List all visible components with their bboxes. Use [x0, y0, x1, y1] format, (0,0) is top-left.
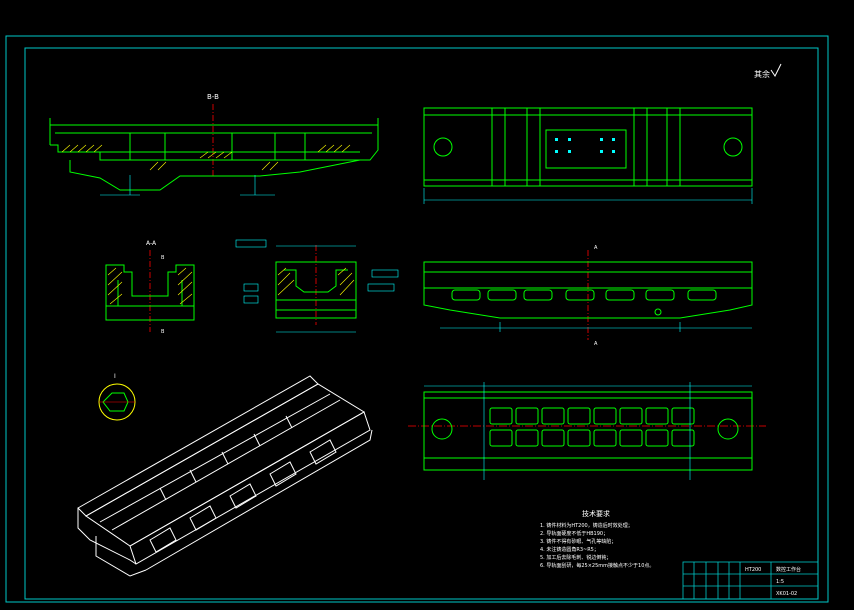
tech-note: 6. 导轨面刮研，每25×25mm接触点不少于10点。 — [540, 562, 654, 569]
section-marker-a-top: A — [594, 245, 598, 251]
tech-note: 3. 铸件不得有砂眼、气孔等缺陷； — [540, 538, 616, 545]
tech-note: 2. 导轨面硬度不低于HB190； — [540, 530, 608, 537]
rib-pockets — [489, 407, 695, 447]
tech-note: 1. 铸件材料为HT200，铸造后时效处理； — [540, 522, 633, 529]
title-block-scale: 1:5 — [776, 579, 784, 585]
hatching — [277, 267, 355, 296]
section-aa-label: A-A — [146, 240, 157, 247]
bottom-plan-view — [408, 382, 766, 480]
dimensions — [235, 239, 399, 333]
isometric-view — [77, 375, 373, 577]
section-marker-a-bottom: A — [594, 341, 598, 347]
title-block: HT200 数控工作台 1:5 XK01-02 — [682, 561, 819, 600]
roughness-note: 其余 — [754, 63, 782, 79]
front-view: A A — [423, 245, 753, 347]
hatching — [61, 144, 351, 171]
technical-requirements: 技术要求 1. 铸件材料为HT200，铸造后时效处理； 2. 导轨面硬度不低于H… — [540, 509, 654, 569]
title-block-drawing-no: XK01-02 — [776, 591, 797, 597]
roughness-note-text: 其余 — [754, 69, 770, 79]
dimensions — [440, 322, 752, 332]
section-bb-view: B-B — [49, 93, 379, 196]
section-bb-label: B-B — [207, 93, 219, 101]
top-view — [423, 107, 753, 204]
section-marker-b-bottom: B — [161, 329, 165, 335]
tech-note: 5. 加工后去除毛刺、锐边倒钝； — [540, 554, 611, 561]
detail-i-view: I — [98, 373, 136, 421]
dimensions — [100, 175, 275, 196]
end-section-view — [235, 239, 399, 333]
section-aa-view: A-A B B — [105, 240, 195, 335]
roughness-symbol-icon — [770, 63, 782, 77]
section-marker-b-top: B — [161, 255, 165, 261]
tech-title: 技术要求 — [582, 509, 610, 518]
detail-label: I — [114, 373, 116, 380]
dimensions — [423, 188, 753, 204]
dimensions — [424, 382, 752, 480]
tech-note: 4. 未注铸造圆角R3~R5； — [540, 546, 599, 553]
title-block-part-name: 数控工作台 — [776, 566, 801, 573]
hatching — [107, 267, 193, 305]
title-block-material: HT200 — [745, 567, 761, 573]
drawing-frame — [5, 35, 829, 603]
